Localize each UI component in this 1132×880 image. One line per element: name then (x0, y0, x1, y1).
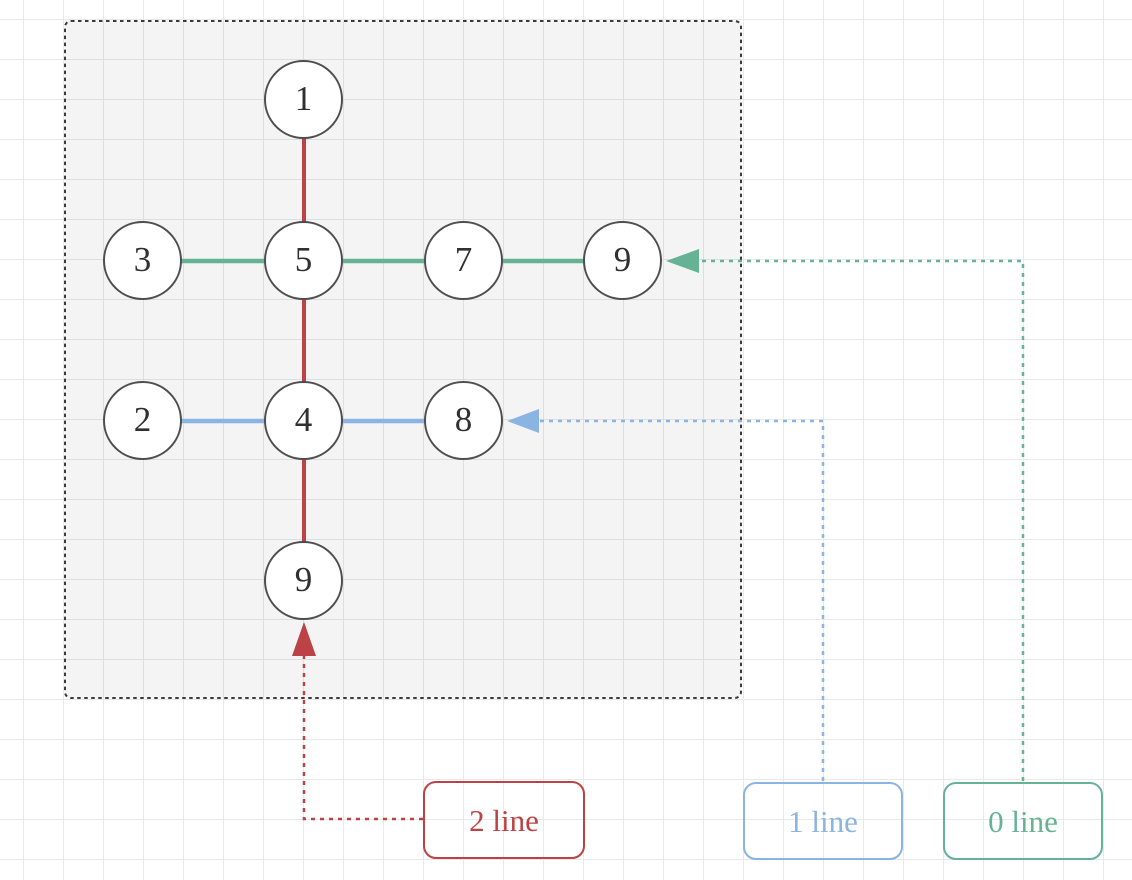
legend-box-1-line[interactable]: 1 line (743, 782, 903, 860)
node-label: 8 (454, 399, 473, 439)
node-9-right[interactable]: 9 (583, 221, 662, 300)
node-label: 4 (294, 399, 313, 439)
legend-label: 2 line (469, 802, 539, 838)
node-label: 5 (294, 239, 313, 279)
node-2[interactable]: 2 (103, 381, 182, 460)
arrowhead-red-up-icon (292, 622, 316, 656)
node-label: 2 (133, 399, 152, 439)
legend-label: 1 line (788, 803, 858, 839)
legend-box-0-line[interactable]: 0 line (943, 782, 1103, 860)
node-9-bottom[interactable]: 9 (264, 541, 343, 620)
node-7[interactable]: 7 (424, 221, 503, 300)
node-label: 9 (613, 239, 632, 279)
node-8[interactable]: 8 (424, 381, 503, 460)
node-label: 3 (133, 239, 152, 279)
arrowhead-blue-left-icon (507, 409, 539, 433)
node-label: 1 (294, 78, 313, 118)
node-1[interactable]: 1 (264, 60, 343, 139)
node-label: 7 (454, 239, 473, 279)
container-box[interactable] (64, 20, 742, 699)
node-label: 9 (294, 559, 313, 599)
connector-blue-dashed[interactable] (540, 419, 825, 781)
connector-green-dashed[interactable] (700, 259, 1025, 781)
legend-box-2-line[interactable]: 2 line (423, 781, 585, 859)
connector-red-dashed[interactable] (302, 655, 423, 821)
node-5[interactable]: 5 (264, 221, 343, 300)
arrowhead-green-left-icon (666, 249, 699, 273)
node-4[interactable]: 4 (264, 381, 343, 460)
node-3[interactable]: 3 (103, 221, 182, 300)
legend-label: 0 line (988, 803, 1058, 839)
